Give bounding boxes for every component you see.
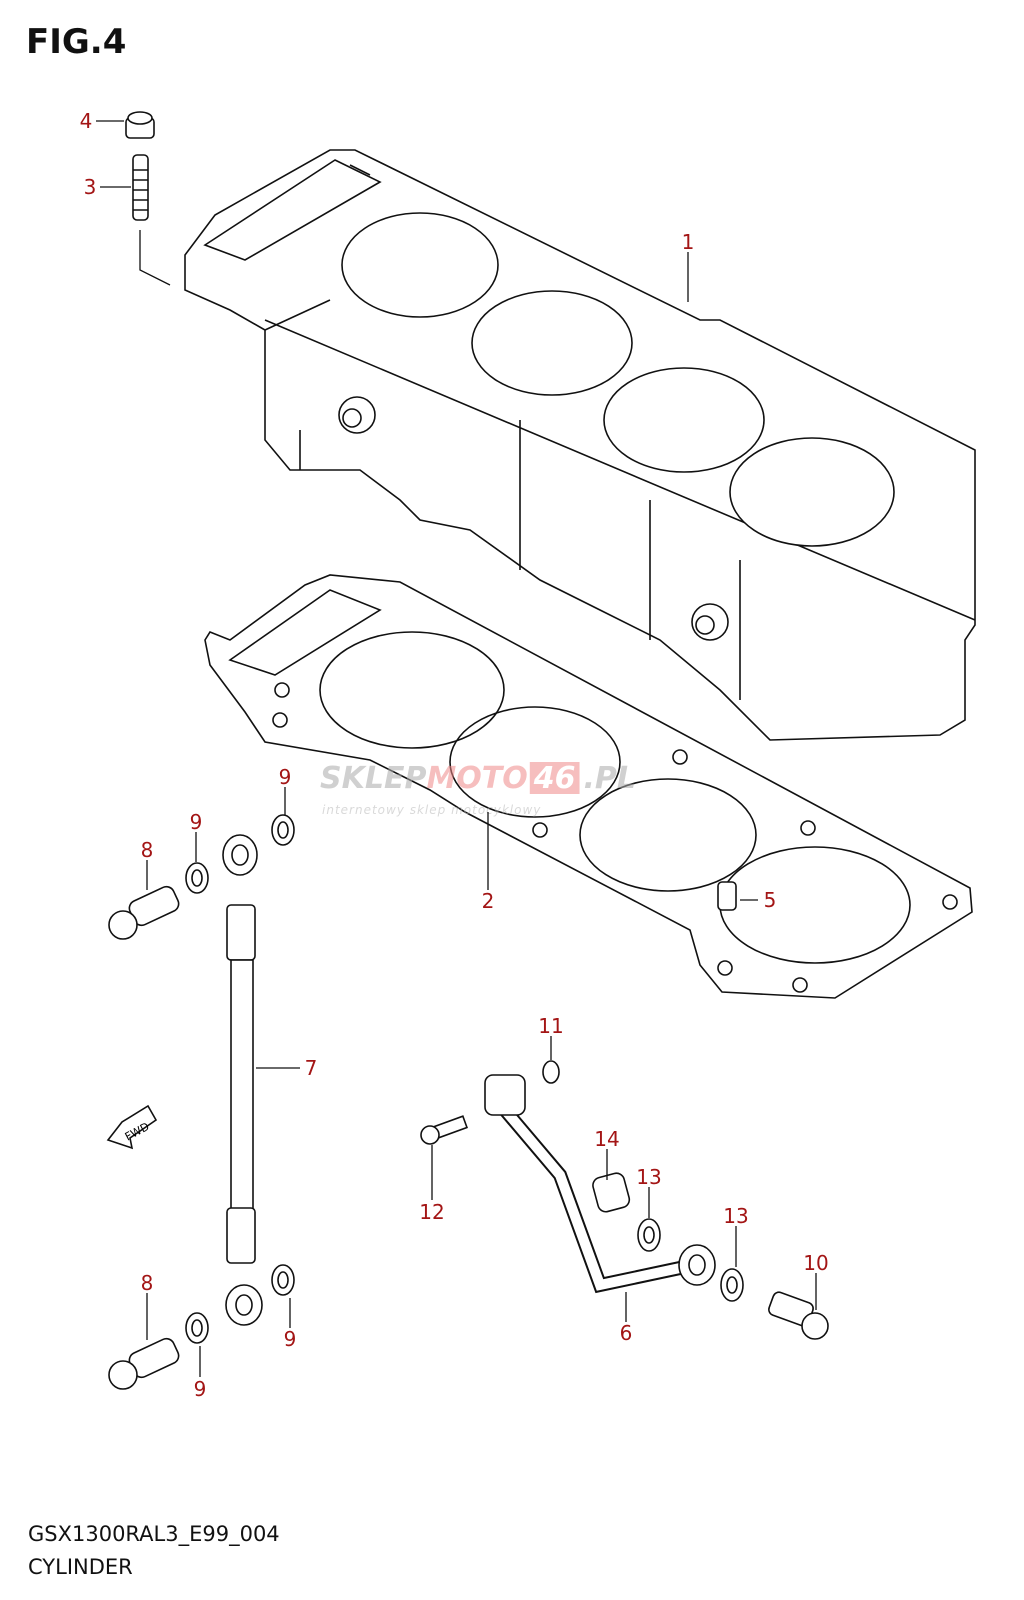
- nut[interactable]: [125, 111, 155, 139]
- watermark-tagline: internetowy sklep motocyklowy: [322, 803, 541, 817]
- callout-12: 12: [419, 1200, 444, 1224]
- callout-6: 6: [620, 1321, 633, 1345]
- diagram-code: GSX1300RAL3_E99_004: [28, 1522, 280, 1546]
- callout-8: 8: [141, 1271, 154, 1295]
- grommet[interactable]: [591, 1171, 631, 1213]
- callout-14: 14: [594, 1127, 619, 1151]
- union-bolt-lower[interactable]: [108, 1336, 181, 1390]
- callout-2: 2: [482, 889, 495, 913]
- callout-1: 1: [682, 230, 695, 254]
- callout-3: 3: [84, 175, 97, 199]
- cylinder-block[interactable]: [184, 149, 976, 741]
- fwd-arrow-icon: FWD: [106, 1104, 158, 1150]
- union-bolt-pipe[interactable]: [767, 1291, 829, 1340]
- union-bolt-upper[interactable]: [108, 884, 181, 940]
- stud-bolt[interactable]: [132, 154, 149, 221]
- watermark-part2: MOTO: [426, 761, 527, 796]
- dowel-pin[interactable]: [717, 881, 737, 911]
- callout-13: 13: [723, 1204, 748, 1228]
- callout-8: 8: [141, 838, 154, 862]
- callout-labels: 4 3 1 9 9 8 2 5 11 7 14 13 12 13 10 6 8 …: [80, 109, 829, 1401]
- oil-hose[interactable]: [222, 834, 263, 1326]
- watermark-part1: SKLEP: [320, 761, 426, 796]
- watermark-part3: 46: [533, 761, 576, 796]
- callout-10: 10: [803, 1251, 828, 1275]
- callout-9: 9: [279, 765, 292, 789]
- callout-9: 9: [190, 810, 203, 834]
- callout-5: 5: [764, 888, 777, 912]
- washers[interactable]: [185, 814, 744, 1344]
- figure-title: FIG.4: [26, 22, 127, 62]
- diagram-name: CYLINDER: [28, 1555, 133, 1579]
- callout-4: 4: [80, 109, 93, 133]
- callout-13: 13: [636, 1165, 661, 1189]
- callout-9: 9: [194, 1377, 207, 1401]
- callout-7: 7: [305, 1056, 318, 1080]
- callout-11: 11: [538, 1014, 563, 1038]
- oil-pipe[interactable]: [484, 1074, 716, 1294]
- callout-9: 9: [284, 1327, 297, 1351]
- cylinder-gasket[interactable]: [204, 574, 973, 999]
- pipe-bolt[interactable]: [420, 1115, 468, 1145]
- watermark-part4: .PL: [584, 761, 637, 796]
